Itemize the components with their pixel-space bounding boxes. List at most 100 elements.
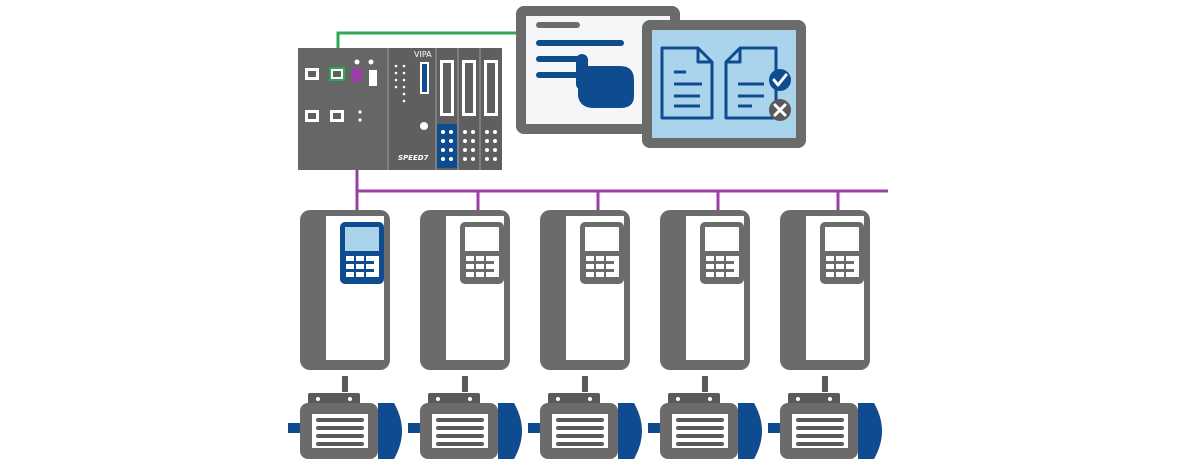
hand-pointer-icon <box>576 54 634 108</box>
drive-coupling <box>582 376 588 392</box>
drive-coupling <box>462 376 468 392</box>
motor-screw <box>348 397 352 401</box>
drives-layer <box>288 210 882 459</box>
drive-unit <box>288 210 402 459</box>
keypad-key <box>374 256 379 277</box>
keypad-key <box>586 256 594 261</box>
plc-speed-label: SPEED7 <box>398 154 429 162</box>
document-icon <box>724 46 778 120</box>
keypad-key <box>586 264 594 269</box>
drive-coupling <box>342 376 348 392</box>
drive-keypad <box>580 222 624 284</box>
motor-fin <box>556 426 604 430</box>
motor-fin <box>316 434 364 438</box>
motor <box>528 393 642 459</box>
keypad-key <box>606 256 614 261</box>
motor-screw <box>708 397 712 401</box>
document-stack-icon <box>660 46 714 120</box>
motor-fin <box>676 434 724 438</box>
keypad-key <box>476 264 484 269</box>
motor-fin <box>436 434 484 438</box>
keypad-key <box>836 256 844 261</box>
motor-shaft <box>408 423 422 433</box>
keypad-key <box>466 272 474 277</box>
motor-fin <box>436 418 484 422</box>
keypad-display <box>705 227 739 251</box>
keypad-key <box>346 264 354 269</box>
keypad-key <box>486 256 494 261</box>
motor-shaft <box>648 423 662 433</box>
motor-fin <box>436 426 484 430</box>
keypad-key <box>726 256 734 261</box>
motor-terminal-box <box>428 393 480 405</box>
motor-screw <box>676 397 680 401</box>
motor-fin <box>796 442 844 446</box>
plc-brand-label: VIPA <box>414 50 432 59</box>
keypad-key <box>606 272 614 277</box>
motor-fin <box>796 434 844 438</box>
drive-coupling <box>702 376 708 392</box>
motor-fin <box>316 426 364 430</box>
motor-screw <box>556 397 560 401</box>
drive-keypad <box>340 222 384 284</box>
keypad-key <box>356 272 364 277</box>
motor <box>768 393 882 459</box>
motor-endcap <box>618 403 642 459</box>
x-icon <box>769 99 791 121</box>
drive-coupling <box>822 376 828 392</box>
motor <box>648 393 762 459</box>
keypad-key <box>606 264 614 269</box>
keypad-key <box>716 256 724 261</box>
motor <box>408 393 522 459</box>
drive-unit <box>768 210 882 459</box>
motor-screw <box>468 397 472 401</box>
ethernet-port <box>305 67 345 81</box>
drive-keypad <box>460 222 504 284</box>
motor-fin <box>796 418 844 422</box>
motor-screw <box>796 397 800 401</box>
keypad-key <box>476 256 484 261</box>
keypad-key <box>494 256 499 277</box>
keypad-key <box>366 272 374 277</box>
ethernet-port <box>305 110 344 122</box>
motor-fin <box>676 426 724 430</box>
drive-unit <box>648 210 762 459</box>
motor-terminal-box <box>788 393 840 405</box>
keypad-key <box>466 264 474 269</box>
keypad-key <box>826 256 834 261</box>
plc-cpu-module: VIPA SPEED7 <box>394 50 432 162</box>
motor-fin <box>316 442 364 446</box>
keypad-key <box>586 272 594 277</box>
motor-shaft <box>288 423 302 433</box>
keypad-key <box>346 256 354 261</box>
keypad-key <box>706 256 714 261</box>
keypad-key <box>614 256 619 277</box>
keypad-key <box>854 256 859 277</box>
motor-fin <box>676 418 724 422</box>
keypad-key <box>596 264 604 269</box>
motor-screw <box>828 397 832 401</box>
motor-fin <box>316 418 364 422</box>
motor-shaft <box>528 423 542 433</box>
keypad-key <box>826 264 834 269</box>
keypad-display <box>825 227 859 251</box>
keypad-key <box>726 264 734 269</box>
motor-endcap <box>498 403 522 459</box>
drive-keypad <box>700 222 744 284</box>
keypad-key <box>706 264 714 269</box>
keypad-key <box>826 272 834 277</box>
keypad-key <box>356 256 364 261</box>
keypad-key <box>836 272 844 277</box>
keypad-key <box>734 256 739 277</box>
keypad-key <box>716 272 724 277</box>
drive-keypad <box>820 222 864 284</box>
motor-terminal-box <box>668 393 720 405</box>
keypad-key <box>846 264 854 269</box>
motor <box>288 393 402 459</box>
keypad-key <box>476 272 484 277</box>
keypad-key <box>836 264 844 269</box>
keypad-key <box>716 264 724 269</box>
keypad-key <box>486 264 494 269</box>
